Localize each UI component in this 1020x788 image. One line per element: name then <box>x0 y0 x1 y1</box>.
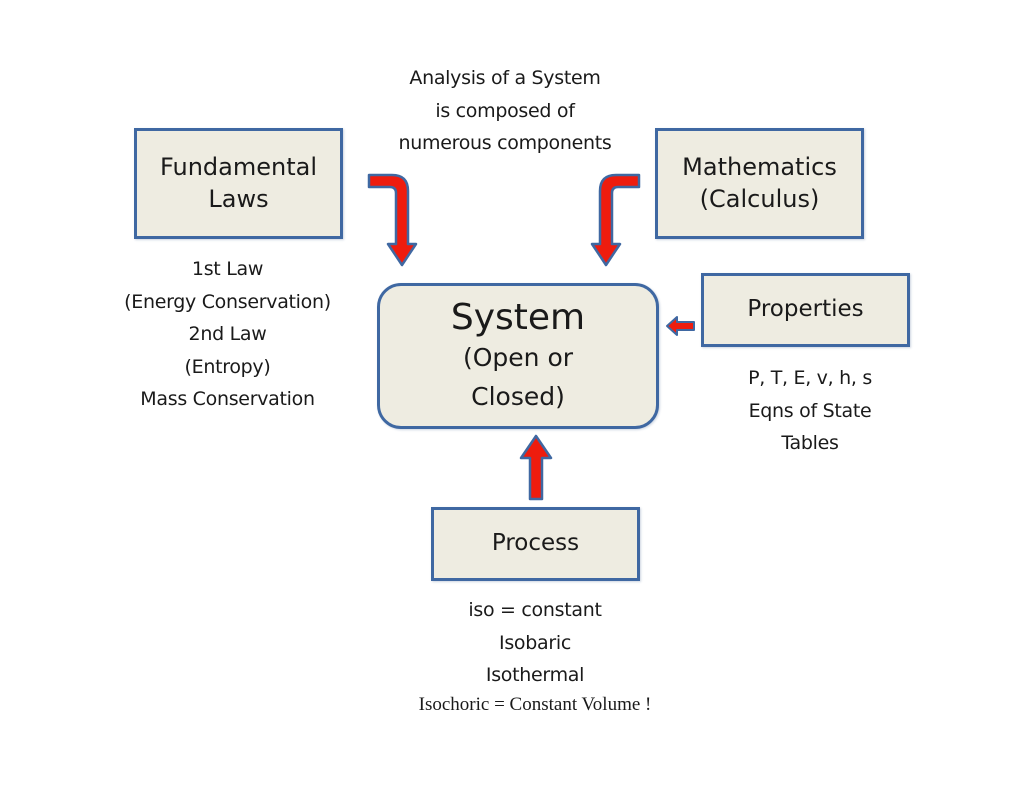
system-box: System (Open or Closed) <box>377 283 659 429</box>
law-item: Mass Conservation <box>140 388 315 410</box>
law-item: (Energy Conservation) <box>124 290 331 313</box>
top-note: Analysis of a System is composed of nume… <box>355 62 655 160</box>
law-item: 1st Law <box>191 258 264 280</box>
bent-arrow-down-left-icon <box>590 173 641 267</box>
fundamental-laws-box: Fundamental Laws <box>134 128 343 239</box>
process-details: iso = constant Isobaric Isothermal Isoch… <box>380 594 690 718</box>
fundamental-laws-label: Laws <box>208 184 269 213</box>
system-subtitle: Closed) <box>471 381 565 411</box>
property-item: Tables <box>781 432 839 454</box>
arrow-up-icon <box>519 434 553 501</box>
properties-label: Properties <box>747 296 864 323</box>
process-item: iso = constant <box>468 599 602 621</box>
process-item: Isothermal <box>485 664 585 686</box>
fundamental-laws-label: Fundamental <box>160 153 317 182</box>
mathematics-box: Mathematics (Calculus) <box>655 128 864 239</box>
system-title: System <box>450 296 586 338</box>
arrow-left-icon <box>666 316 695 336</box>
process-label: Process <box>491 530 580 557</box>
law-item: 2nd Law <box>188 323 267 345</box>
top-note-line: numerous components <box>398 132 612 154</box>
process-item: Isobaric <box>499 631 571 654</box>
system-subtitle: (Open or <box>462 342 574 372</box>
bent-arrow-down-right-icon <box>367 173 418 267</box>
process-footnote: Isochoric = Constant Volume ! <box>418 693 652 715</box>
property-item: P, T, E, v, h, s <box>748 367 872 389</box>
top-note-line: Analysis of a System <box>409 67 601 89</box>
property-item: Eqns of State <box>748 399 872 422</box>
law-item: (Entropy) <box>184 355 271 378</box>
process-box: Process <box>431 507 640 581</box>
top-note-line: is composed of <box>435 99 575 122</box>
mathematics-label: (Calculus) <box>699 184 820 213</box>
mathematics-label: Mathematics <box>682 153 837 182</box>
properties-box: Properties <box>701 273 910 347</box>
fundamental-laws-details: 1st Law (Energy Conservation) 2nd Law (E… <box>90 253 365 416</box>
properties-details: P, T, E, v, h, s Eqns of State Tables <box>705 362 915 460</box>
